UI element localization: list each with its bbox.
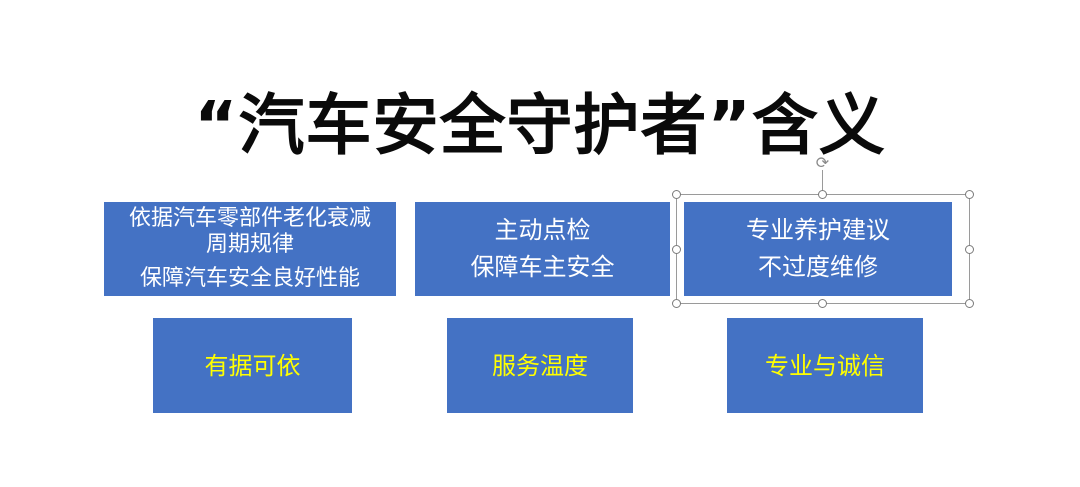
keyword-label: 有据可依 [204, 351, 301, 380]
keyword-box-warmth[interactable]: 服务温度 [447, 318, 633, 413]
resize-handle-left[interactable] [672, 245, 681, 254]
keyword-box-integrity[interactable]: 专业与诚信 [727, 318, 923, 413]
keyword-label: 服务温度 [492, 351, 588, 380]
box-lifecycle-basis[interactable]: 依据汽车零部件老化衰减 周期规律 保障汽车安全良好性能 [104, 202, 396, 296]
slide-title[interactable]: “汽车安全守护者”含义 [194, 87, 886, 164]
box-line: 专业养护建议 [746, 216, 890, 244]
resize-handle-bottom[interactable] [818, 299, 827, 308]
box-line: 主动点检 [494, 216, 591, 244]
keyword-label: 专业与诚信 [765, 351, 885, 380]
resize-handle-bottom-left[interactable] [672, 299, 681, 308]
box-line: 周期规律 [205, 232, 294, 257]
rotation-connector [822, 170, 823, 194]
rotate-icon[interactable]: ⟳ [815, 153, 830, 172]
box-line: 保障车主安全 [470, 253, 615, 281]
resize-handle-bottom-right[interactable] [965, 299, 974, 308]
resize-handle-right[interactable] [965, 245, 974, 254]
box-line: 保障汽车安全良好性能 [139, 266, 360, 291]
resize-handle-top[interactable] [818, 190, 827, 199]
keyword-box-evidence[interactable]: 有据可依 [153, 318, 352, 413]
box-line: 不过度维修 [758, 253, 878, 281]
box-active-inspection[interactable]: 主动点检 保障车主安全 [415, 202, 670, 296]
box-line: 依据汽车零部件老化衰减 [128, 206, 371, 231]
box-professional-advice[interactable]: 专业养护建议 不过度维修 [684, 202, 952, 296]
resize-handle-top-left[interactable] [672, 190, 681, 199]
resize-handle-top-right[interactable] [965, 190, 974, 199]
